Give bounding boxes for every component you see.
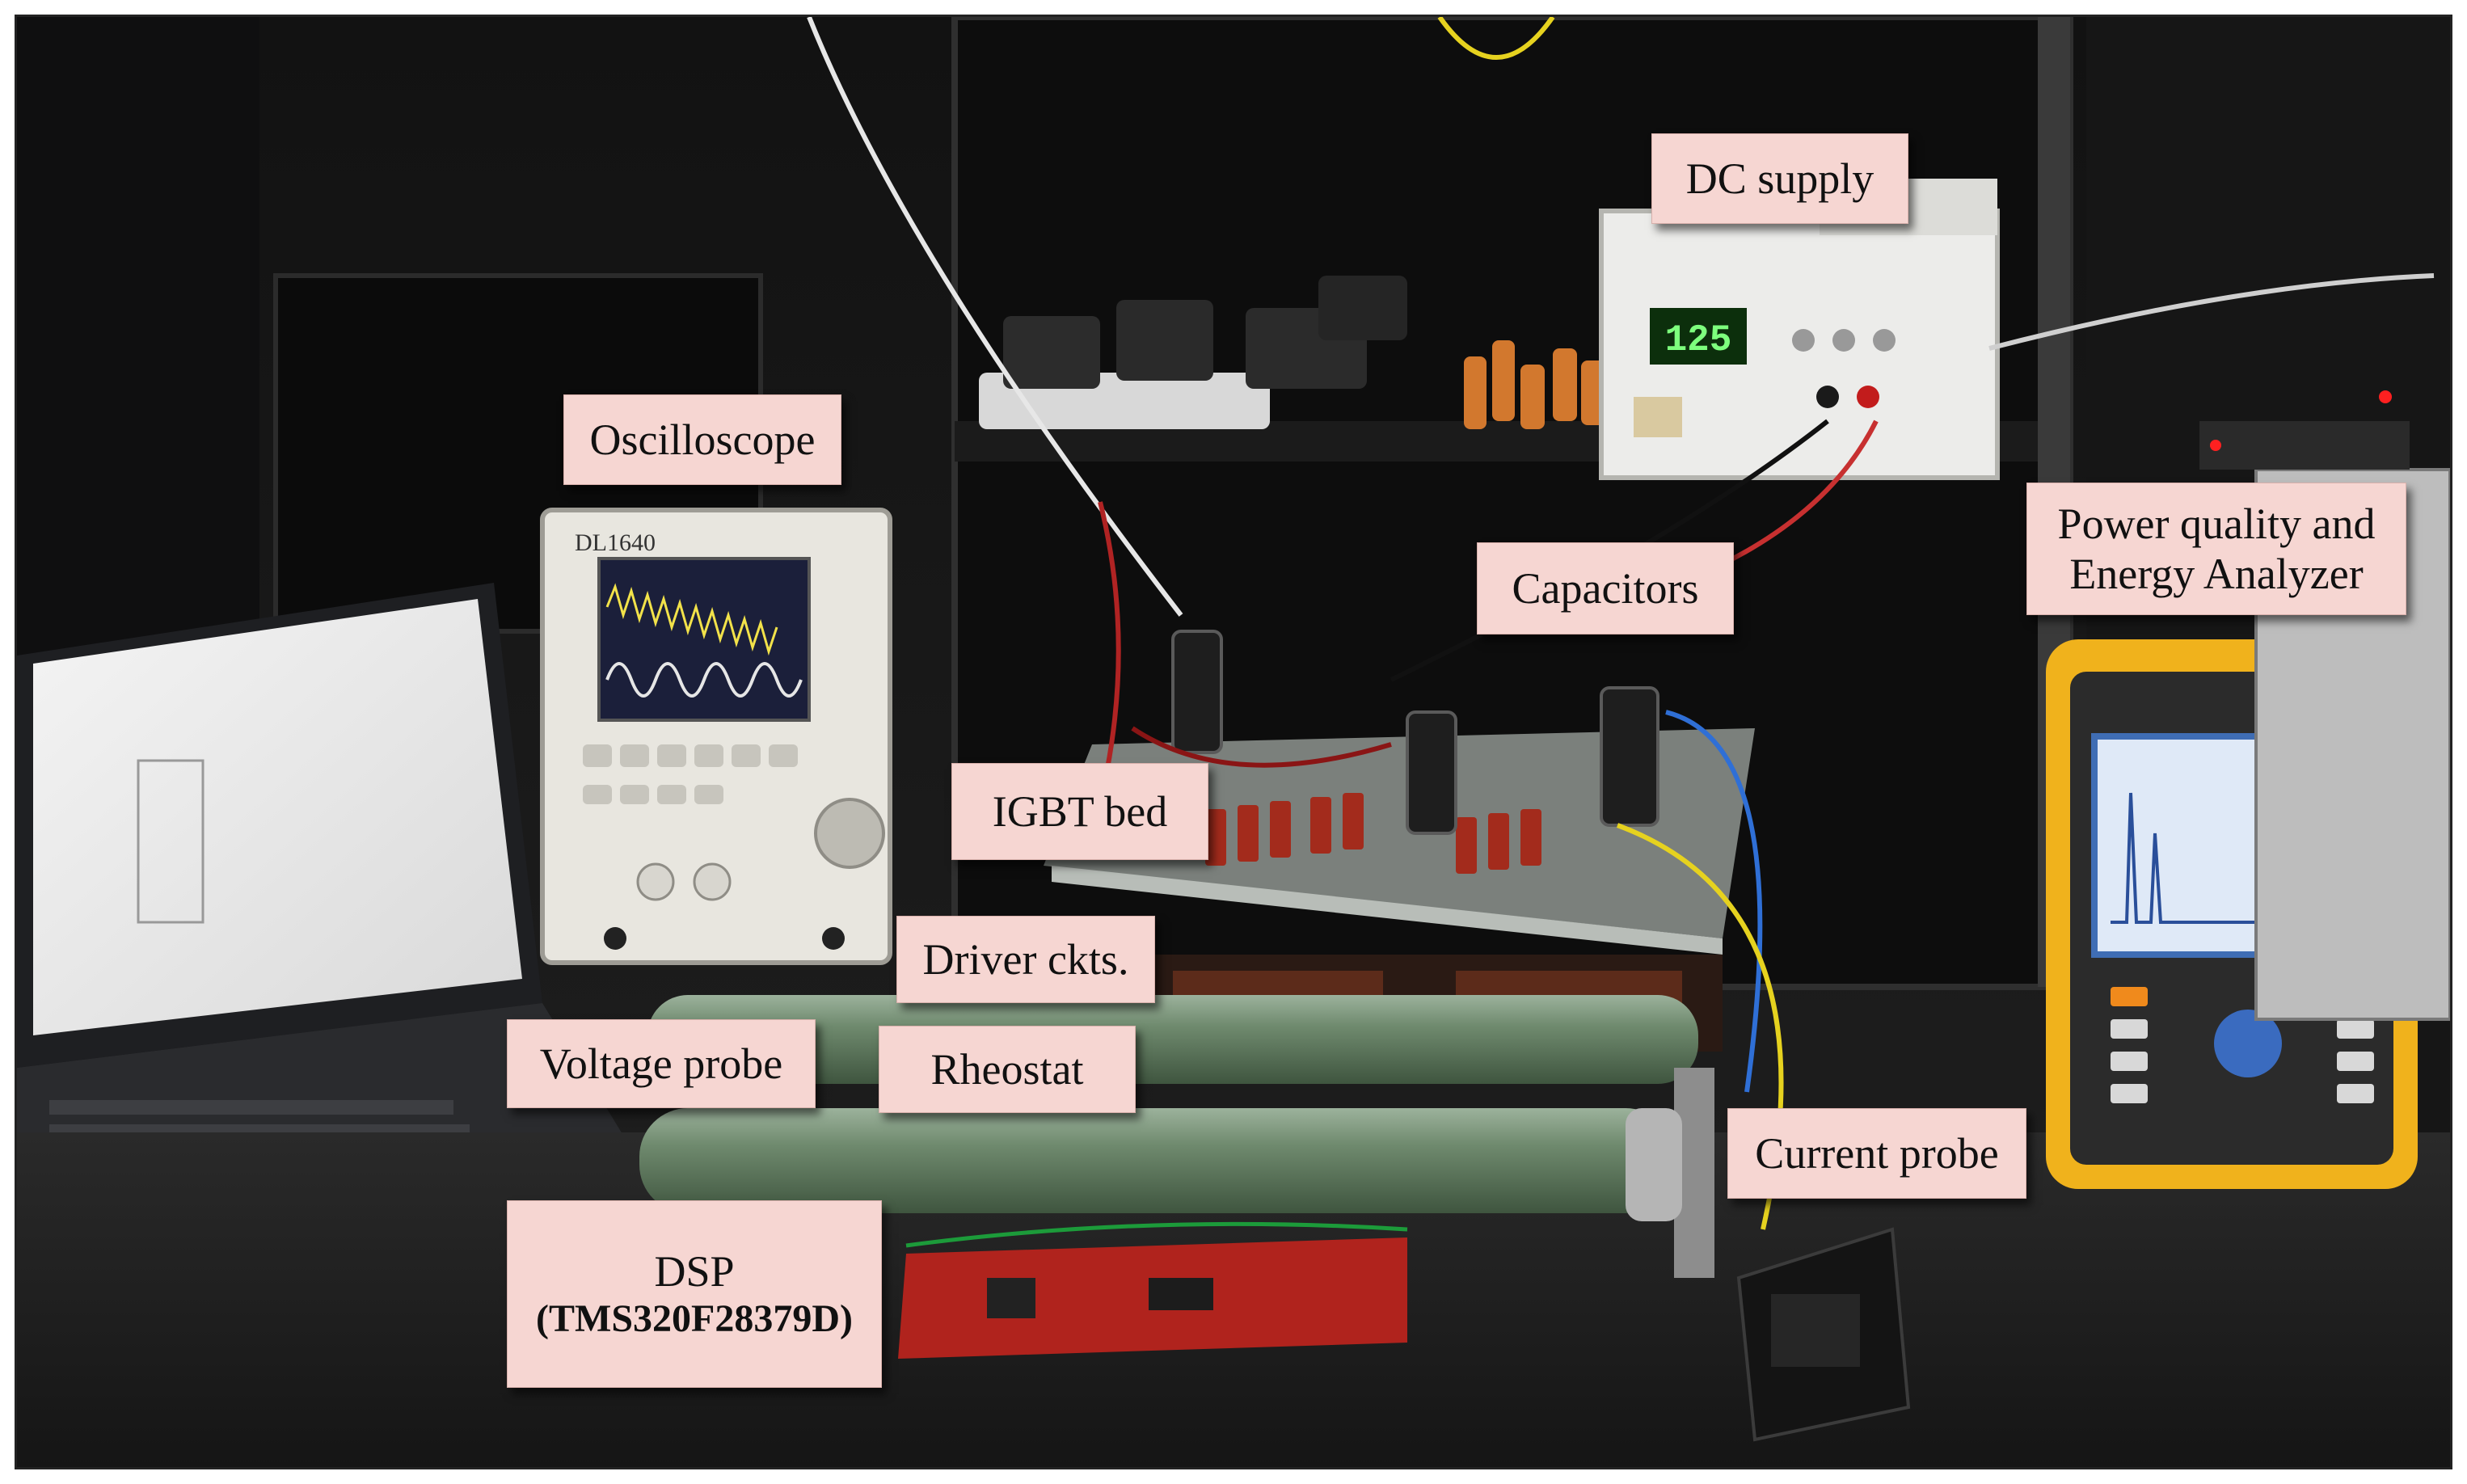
label-oscilloscope: Oscilloscope xyxy=(563,394,841,485)
label-dsp: DSP (TMS320F28379D) xyxy=(507,1200,882,1388)
label-voltage-probe: Voltage probe xyxy=(507,1019,816,1108)
oscilloscope-unit: DL1640 xyxy=(540,508,892,965)
indicator-led-2 xyxy=(2210,440,2221,451)
dc-display-panel xyxy=(1650,308,1747,365)
label-dsp-line2: (TMS320F28379D) xyxy=(536,1297,853,1341)
label-power-quality-line2: Energy Analyzer xyxy=(2069,550,2364,598)
label-dsp-line1: DSP xyxy=(654,1247,735,1296)
rack-top-box xyxy=(2199,421,2410,470)
label-rheostat: Rheostat xyxy=(879,1026,1136,1113)
label-power-quality-line1: Power quality and xyxy=(2057,499,2376,548)
photo-illustration: 125 DL1640 xyxy=(17,17,2450,1467)
label-power-quality-analyzer: Power quality and Energy Analyzer xyxy=(2026,483,2406,615)
current-probe-unit xyxy=(1736,1227,1911,1442)
oscilloscope-model-text: DL1640 xyxy=(575,529,656,556)
lab-setup-photo: 125 DL1640 xyxy=(15,15,2452,1469)
adapter-block-1 xyxy=(1003,316,1100,389)
indicator-led xyxy=(2379,390,2392,403)
label-driver-ckts: Driver ckts. xyxy=(896,916,1155,1003)
adapter-block-4 xyxy=(1318,276,1407,340)
label-capacitors: Capacitors xyxy=(1477,542,1734,634)
dsp-board xyxy=(898,1221,1408,1359)
label-igbt-bed: IGBT bed xyxy=(951,763,1208,860)
label-dc-supply: DC supply xyxy=(1651,133,1908,224)
waveform-yellow xyxy=(605,583,778,656)
dc-link-capacitors xyxy=(1171,630,1659,835)
igbt-modules xyxy=(1205,793,1541,874)
adapter-block-2 xyxy=(1116,300,1213,381)
oscilloscope-screen xyxy=(597,557,811,722)
dc-display-value: 125 xyxy=(1665,319,1732,361)
label-current-probe: Current probe xyxy=(1727,1108,2026,1199)
waveform-white xyxy=(605,662,803,698)
